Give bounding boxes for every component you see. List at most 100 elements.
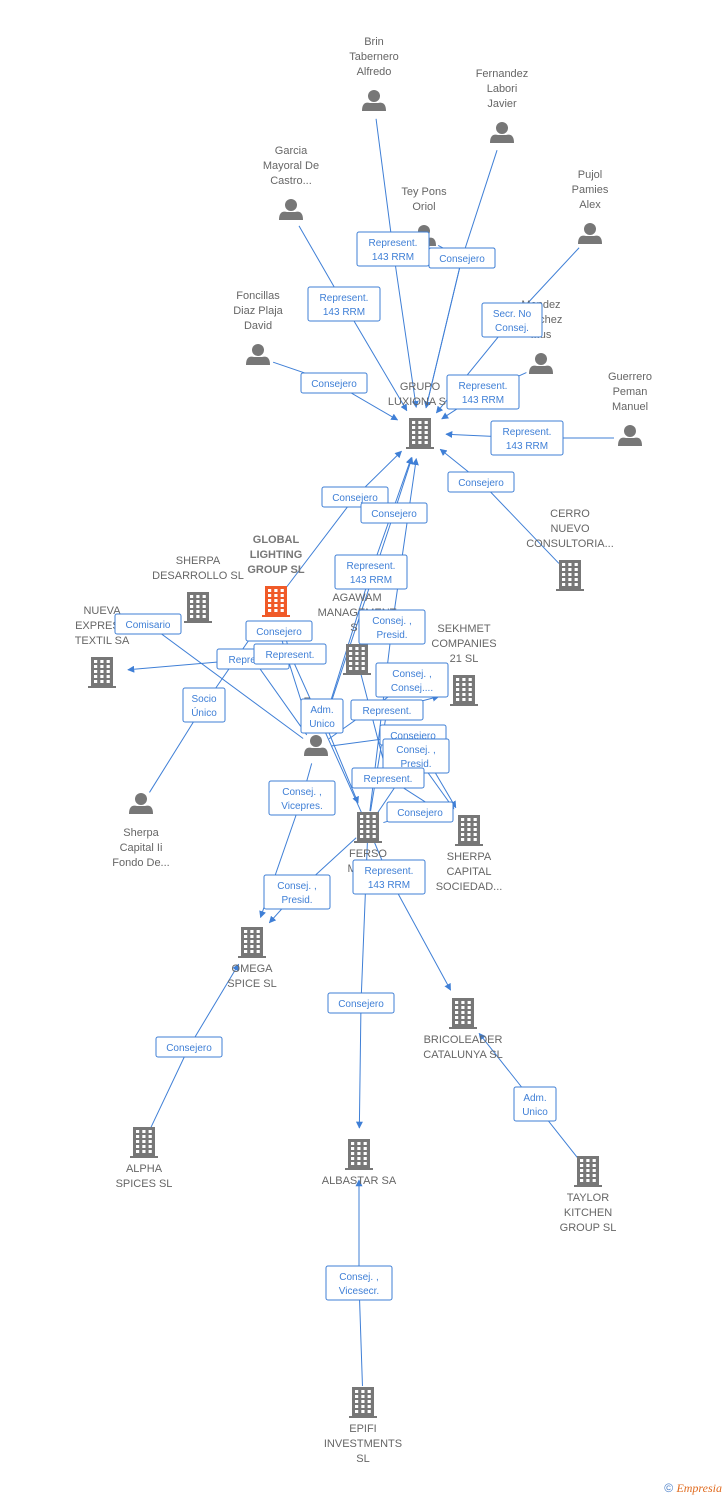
building-window [562,583,566,586]
edge-label[interactable]: Consej. ,Consej.... [375,662,449,698]
building-window [461,1011,465,1014]
edge-label[interactable]: Consejero [386,801,454,823]
building-window [461,1001,465,1004]
edge-label[interactable]: Consej. ,Vicepres. [268,780,336,816]
node-label: NUEVA [83,605,121,617]
edge-label-text: 143 RRM [372,252,414,263]
edge-label[interactable]: Consej. ,Vicesecr. [325,1265,393,1301]
building-window [349,667,353,670]
building-window [586,1169,590,1172]
edge-label[interactable]: Consejero [447,471,515,493]
building-window [244,945,248,948]
building-window [106,670,110,673]
building-base [406,447,434,449]
edge-label-text: Represent. [320,293,369,304]
footer-brand[interactable]: © Empresia [664,1481,722,1496]
edge-label[interactable]: Consejero [245,620,313,642]
edge-label[interactable]: Represent. [253,643,327,665]
edge-label-box [358,609,426,645]
building-window [274,594,278,597]
building-window [455,1006,459,1009]
edge-label-text: Adm. [310,705,333,716]
building-window [280,599,284,602]
edge-label[interactable]: Consejero [327,992,395,1014]
building-window [361,652,365,655]
building-window [360,815,364,818]
edge-label[interactable]: Represent.143 RRM [490,420,564,456]
person-head [624,425,636,437]
node-label: Manuel [612,401,648,413]
node-cerro[interactable]: CERRONUEVOCONSULTORIA... [526,508,614,591]
building-window [468,688,472,691]
building-window [190,610,194,613]
building-window [360,830,364,833]
edge-label[interactable]: Represent. 143 RRM [356,231,430,267]
building-window [256,950,260,953]
edge-label[interactable]: Represent.143 RRM [352,859,426,895]
node-label: KITCHEN [564,1207,612,1219]
edge-label-text: Consejero [166,1043,212,1054]
building-window [360,820,364,823]
building-window [367,1400,371,1403]
edge-label[interactable]: Represent.143 RRM [446,374,520,410]
edge-label[interactable]: Represent.143 RRM [307,286,381,322]
node-label: SPICE SL [227,978,277,990]
edge-label[interactable]: Consejero [155,1036,223,1058]
building-window [363,1152,367,1155]
edge-label[interactable]: Consej. ,Presid. [263,874,331,910]
building-window [592,1179,596,1182]
building-window [412,421,416,424]
building-window [455,1016,459,1019]
building-window [580,1164,584,1167]
building-base [449,1027,477,1029]
edge-label[interactable]: Consejero [321,486,389,508]
building-window [349,652,353,655]
edge-label[interactable]: Represent. [350,699,424,721]
building-base [455,844,483,846]
edge-label[interactable]: Adm.Unico [300,698,344,734]
edge-label[interactable]: Consejero [428,247,496,269]
edge-label[interactable]: Adm.Unico [513,1086,557,1122]
building-window [455,1011,459,1014]
building-window [467,833,471,836]
building-window [100,665,104,668]
edge-label[interactable]: Represent. [351,767,425,789]
building-window [372,815,376,818]
person-head [252,344,264,356]
edge-label-box [350,699,424,721]
edge-label[interactable]: Represent.143 RRM [334,554,408,590]
building-window [268,594,272,597]
building-base [450,704,478,706]
building-window [280,589,284,592]
edge-label-text: Represent. [369,238,418,249]
edge-label[interactable]: Consej. ,Presid. [358,609,426,645]
building-window [256,940,260,943]
building-window [196,600,200,603]
building-window [473,833,477,836]
node-albastar[interactable]: ALBASTAR SA [322,1139,397,1187]
edge-label[interactable]: Consejero [360,502,428,524]
node-sherpacap[interactable]: SHERPACAPITALSOCIEDAD... [436,815,503,893]
building-window [361,1405,365,1408]
edge-label[interactable]: Consejero [300,372,368,394]
edge-label[interactable]: Comisario [114,613,182,635]
